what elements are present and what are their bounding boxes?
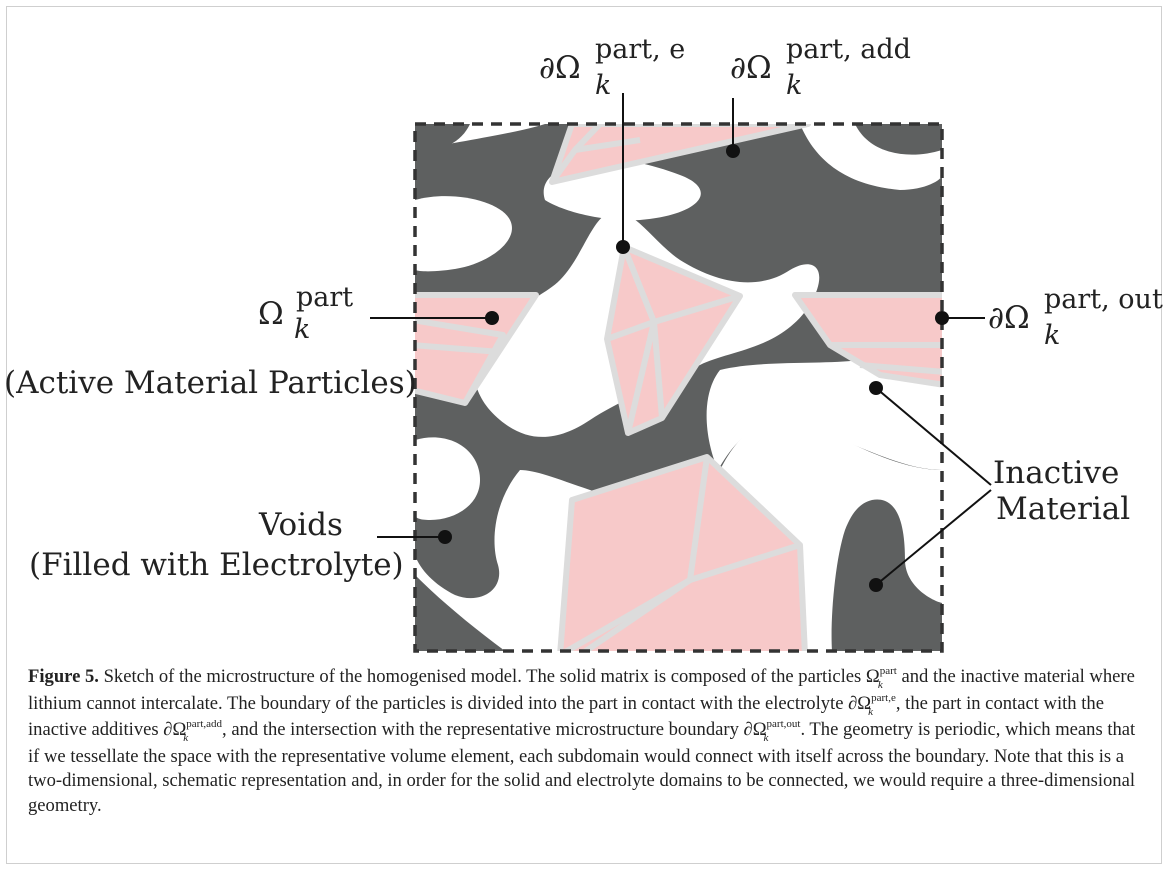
boundary-add-symbol: ∂Ω: [730, 50, 772, 86]
caption-symbol-boundary-out: ∂Ωpart,out k: [744, 718, 801, 745]
label-material: Material: [996, 491, 1131, 527]
boundary-add-superscript: part, add: [786, 34, 911, 65]
caption-symbol-superscript: part: [879, 665, 897, 677]
caption-symbol-subscript: k: [868, 705, 873, 718]
boundary-out-symbol: ∂Ω: [988, 300, 1030, 336]
particle-left: [415, 292, 539, 406]
leader-lines: [370, 93, 992, 586]
label-voids-electrolyte: (Filled with Electrolyte): [29, 547, 404, 583]
caption-title: Figure 5.: [28, 666, 99, 687]
figure-frame: [6, 6, 1162, 864]
label-inactive: Inactive: [993, 455, 1120, 491]
caption-symbol-subscript: k: [183, 732, 189, 744]
void-region: [415, 196, 512, 272]
caption-symbol-superscript: part,e: [871, 691, 896, 704]
caption-symbol-omega-part: Ωpart k: [866, 665, 897, 692]
caption-symbol-base: Ω: [865, 666, 880, 687]
rve-domain: [415, 124, 942, 651]
inactive-material-region: [855, 124, 942, 155]
caption-symbol-subscript: k: [877, 679, 883, 691]
boundary-out-superscript: part, out: [1044, 284, 1163, 315]
inactive-material-region: [415, 124, 470, 155]
omega-part-superscript: part: [296, 282, 354, 313]
void-region: [706, 358, 942, 470]
caption-symbol-base: ∂Ω: [163, 719, 187, 740]
label-voids: Voids: [259, 507, 343, 543]
caption-text: and the inactive material where lithium …: [28, 666, 1135, 714]
particle-right: [792, 292, 942, 388]
caption-symbol-base: ∂Ω: [848, 692, 872, 714]
caption-text: , and the intersection with the represen…: [222, 719, 744, 740]
particle-bottom: [557, 454, 808, 651]
figure-caption: Figure 5. Sketch of the microstructure o…: [28, 665, 1143, 818]
caption-symbol-subscript: k: [763, 732, 769, 744]
caption-text: . The geometry is periodic, which means …: [28, 719, 1136, 816]
caption-symbol-boundary-add: ∂Ωpart,add k: [163, 718, 222, 745]
omega-part-subscript: k: [294, 314, 311, 345]
particle-top: [549, 124, 811, 185]
caption-symbol-base: ∂Ω: [743, 719, 767, 740]
inactive-material-region: [415, 575, 505, 651]
particle-center: [604, 244, 743, 436]
caption-text: Sketch of the microstructure of the homo…: [98, 666, 866, 687]
boundary-e-subscript: k: [595, 70, 612, 101]
marker-dots: [438, 144, 949, 592]
boundary-e-superscript: part, e: [595, 34, 686, 65]
rve-boundary: [413, 122, 944, 653]
caption-text: , the part in contact with the inactive …: [28, 692, 1104, 741]
caption-symbol-superscript: part,out: [766, 718, 801, 730]
boundary-e-symbol: ∂Ω: [539, 50, 581, 86]
label-active-material: (Active Material Particles): [4, 365, 417, 401]
caption-symbol-superscript: part,add: [186, 718, 223, 730]
void-region: [415, 437, 480, 520]
boundary-add-subscript: k: [786, 70, 803, 101]
boundary-out-subscript: k: [1044, 320, 1061, 351]
microstructure-diagram: [370, 93, 992, 653]
omega-symbol: Ω: [258, 296, 284, 332]
